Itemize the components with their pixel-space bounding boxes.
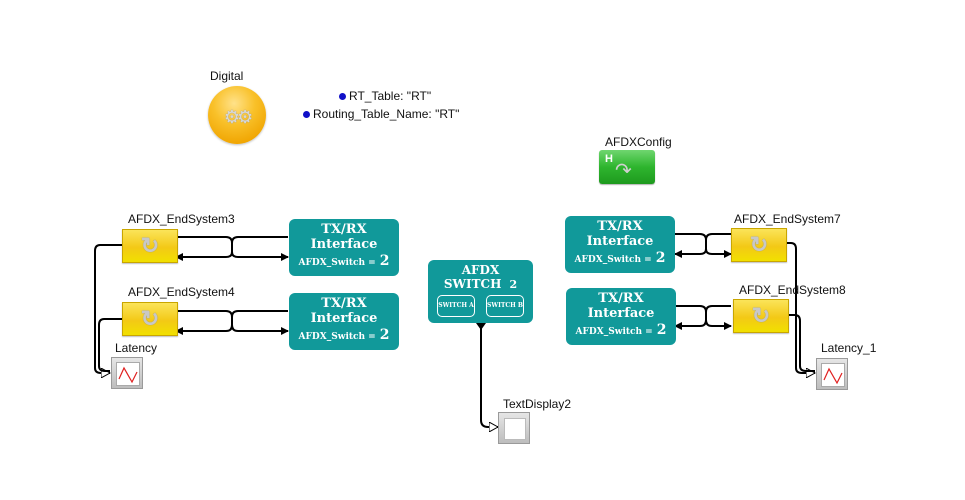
- param-value: 2: [379, 327, 390, 343]
- cycle-icon: ↻: [749, 232, 769, 257]
- afdx-switch-block[interactable]: AFDX SWITCH 2 SWITCH A SWITCH B: [428, 260, 533, 323]
- txrx-interface-1[interactable]: TX/RX Interface AFDX_Switch =2: [289, 219, 399, 276]
- end-system-3-block[interactable]: ↻: [122, 229, 178, 263]
- txrx-interface-4[interactable]: TX/RX Interface AFDX_Switch =2: [566, 288, 676, 345]
- txrx-interface-2[interactable]: TX/RX Interface AFDX_Switch =2: [289, 293, 399, 350]
- afdx-config-label: AFDXConfig: [605, 135, 672, 149]
- scope-screen: [821, 363, 845, 387]
- param-label: AFDX_Switch =: [574, 255, 652, 265]
- sine-wave-icon: [823, 367, 843, 385]
- txrx-param: AFDX_Switch =2: [565, 250, 675, 266]
- txrx-subtitle: Interface: [310, 237, 378, 252]
- es4-label: AFDX_EndSystem4: [128, 285, 235, 299]
- txrx-param: AFDX_Switch =2: [289, 253, 399, 269]
- es7-label: AFDX_EndSystem7: [734, 212, 841, 226]
- switch-title: AFDX: [461, 263, 500, 277]
- h-icon: H: [605, 153, 613, 165]
- param-text: Routing_Table_Name: "RT": [313, 107, 460, 121]
- switch-b-button[interactable]: SWITCH B: [486, 295, 524, 317]
- end-system-8-block[interactable]: ↻: [733, 299, 789, 333]
- scope-screen: [116, 362, 140, 386]
- param-label: AFDX_Switch =: [298, 258, 376, 268]
- end-system-4-block[interactable]: ↻: [122, 302, 178, 336]
- wire-txrx4-out: [675, 305, 732, 330]
- wire-txrx3-out: [675, 233, 732, 258]
- wire-es3-out: [176, 236, 289, 261]
- switch-count: 2: [509, 278, 518, 291]
- bullet-icon: [303, 110, 310, 118]
- digital-block[interactable]: ⚙⚙: [208, 86, 266, 144]
- es3-label: AFDX_EndSystem3: [128, 212, 235, 226]
- txrx-subtitle: Interface: [587, 306, 655, 321]
- txrx-title: TX/RX: [597, 219, 643, 234]
- es8-label: AFDX_EndSystem8: [739, 283, 846, 297]
- cycle-icon: ↻: [140, 233, 160, 258]
- param-value: 2: [655, 250, 666, 266]
- wire-es8-latency: [787, 314, 815, 372]
- switch-name: SWITCH: [443, 277, 502, 291]
- wire-es8-in: [674, 305, 731, 330]
- txrx-interface-3[interactable]: TX/RX Interface AFDX_Switch =2: [565, 216, 675, 273]
- param-value: 2: [379, 253, 390, 269]
- latency-scope[interactable]: [111, 357, 143, 389]
- wire-txrx2-out: [175, 310, 288, 335]
- txrx-param: AFDX_Switch =2: [289, 327, 399, 343]
- txrx-param: AFDX_Switch =2: [566, 322, 676, 338]
- wire-txrx1-out: [175, 236, 288, 261]
- sine-wave-icon: [118, 366, 138, 384]
- switch-output-port-icon: [476, 323, 486, 330]
- param-routing-table-name[interactable]: Routing_Table_Name: "RT": [303, 107, 459, 121]
- txrx-subtitle: Interface: [586, 234, 654, 249]
- wire-switch-display: [480, 325, 498, 427]
- bullet-icon: [339, 92, 346, 100]
- param-value: 2: [656, 322, 667, 338]
- latency-label: Latency: [115, 341, 158, 355]
- param-text: RT_Table: "RT": [349, 89, 432, 103]
- latency-1-label: Latency_1: [821, 341, 877, 355]
- switch-subtitle: SWITCH 2: [428, 277, 533, 292]
- wire-es4-out: [176, 310, 289, 335]
- text-display-label: TextDisplay2: [503, 397, 572, 411]
- txrx-title: TX/RX: [321, 296, 367, 311]
- cycle-icon: ↻: [140, 306, 160, 331]
- param-rt-table[interactable]: RT_Table: "RT": [339, 89, 431, 103]
- gears-icon: ⚙⚙: [223, 106, 253, 127]
- txrx-title: TX/RX: [321, 222, 367, 237]
- switch-a-button[interactable]: SWITCH A: [437, 295, 475, 317]
- end-system-7-block[interactable]: ↻: [731, 228, 787, 262]
- txrx-title: TX/RX: [598, 291, 644, 306]
- param-label: AFDX_Switch =: [298, 332, 376, 342]
- wire-es7-latency: [787, 242, 815, 373]
- txrx-subtitle: Interface: [310, 311, 378, 326]
- text-display-block[interactable]: [498, 412, 530, 444]
- afdx-config-block[interactable]: H ↷: [599, 150, 655, 184]
- param-label: AFDX_Switch =: [575, 327, 653, 337]
- curved-arrow-icon: ↷: [615, 160, 632, 182]
- latency-1-scope[interactable]: [816, 358, 848, 390]
- wire-es7-in: [674, 233, 731, 258]
- digital-label: Digital: [210, 69, 244, 83]
- cycle-icon: ↻: [751, 303, 771, 328]
- display-screen: [504, 418, 526, 440]
